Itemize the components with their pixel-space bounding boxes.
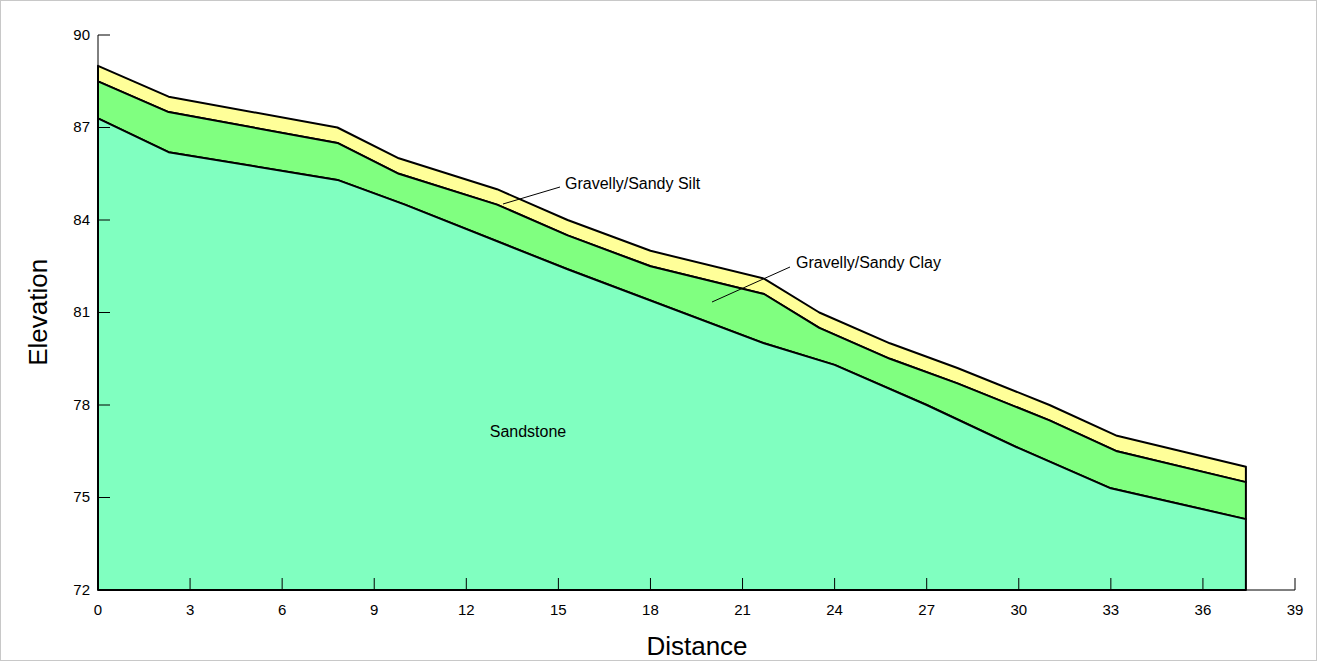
x-axis-title: Distance [646, 632, 747, 661]
layer-label: Sandstone [490, 423, 567, 441]
x-tick [558, 578, 559, 590]
y-tick [98, 220, 110, 221]
y-tick-label: 72 [73, 582, 90, 599]
y-tick-label: 87 [73, 119, 90, 136]
x-tick [742, 578, 743, 590]
y-tick-label: 75 [73, 489, 90, 506]
x-tick-label: 9 [370, 602, 378, 619]
sandstone-layer [98, 118, 1246, 590]
x-tick-label: 30 [1010, 602, 1027, 619]
y-tick [98, 405, 110, 406]
y-tick [98, 590, 110, 591]
x-tick [926, 578, 927, 590]
leader-line [503, 187, 560, 204]
y-axis-title: Elevation [24, 259, 53, 366]
x-tick-label: 6 [278, 602, 286, 619]
x-tick [98, 578, 99, 590]
y-tick [98, 35, 110, 36]
x-tick [190, 578, 191, 590]
y-tick-label: 81 [73, 304, 90, 321]
y-tick [98, 312, 110, 313]
x-tick-label: 12 [458, 602, 475, 619]
x-tick [650, 578, 651, 590]
y-tick-label: 90 [73, 27, 90, 44]
x-tick [1295, 578, 1296, 590]
x-tick [466, 578, 467, 590]
y-tick-label: 84 [73, 212, 90, 229]
x-tick [834, 578, 835, 590]
layer-label: Gravelly/Sandy Clay [796, 254, 941, 272]
x-tick [1202, 578, 1203, 590]
x-tick-label: 24 [826, 602, 843, 619]
x-tick-label: 15 [550, 602, 567, 619]
leader-line [712, 267, 790, 302]
x-tick-label: 39 [1287, 602, 1304, 619]
y-tick [98, 497, 110, 498]
soil-layers [98, 66, 1246, 590]
x-tick-label: 18 [642, 602, 659, 619]
x-axis [98, 590, 1295, 591]
y-tick-label: 78 [73, 397, 90, 414]
x-tick-label: 3 [186, 602, 194, 619]
layer-label: Gravelly/Sandy Silt [565, 175, 700, 193]
x-tick-label: 21 [734, 602, 751, 619]
x-tick [1110, 578, 1111, 590]
x-tick [1018, 578, 1019, 590]
x-tick [374, 578, 375, 590]
x-tick [282, 578, 283, 590]
x-tick-label: 27 [918, 602, 935, 619]
x-tick-label: 33 [1103, 602, 1120, 619]
x-tick-label: 36 [1195, 602, 1212, 619]
y-tick [98, 127, 110, 128]
x-tick-label: 0 [94, 602, 102, 619]
axes [98, 35, 1295, 590]
